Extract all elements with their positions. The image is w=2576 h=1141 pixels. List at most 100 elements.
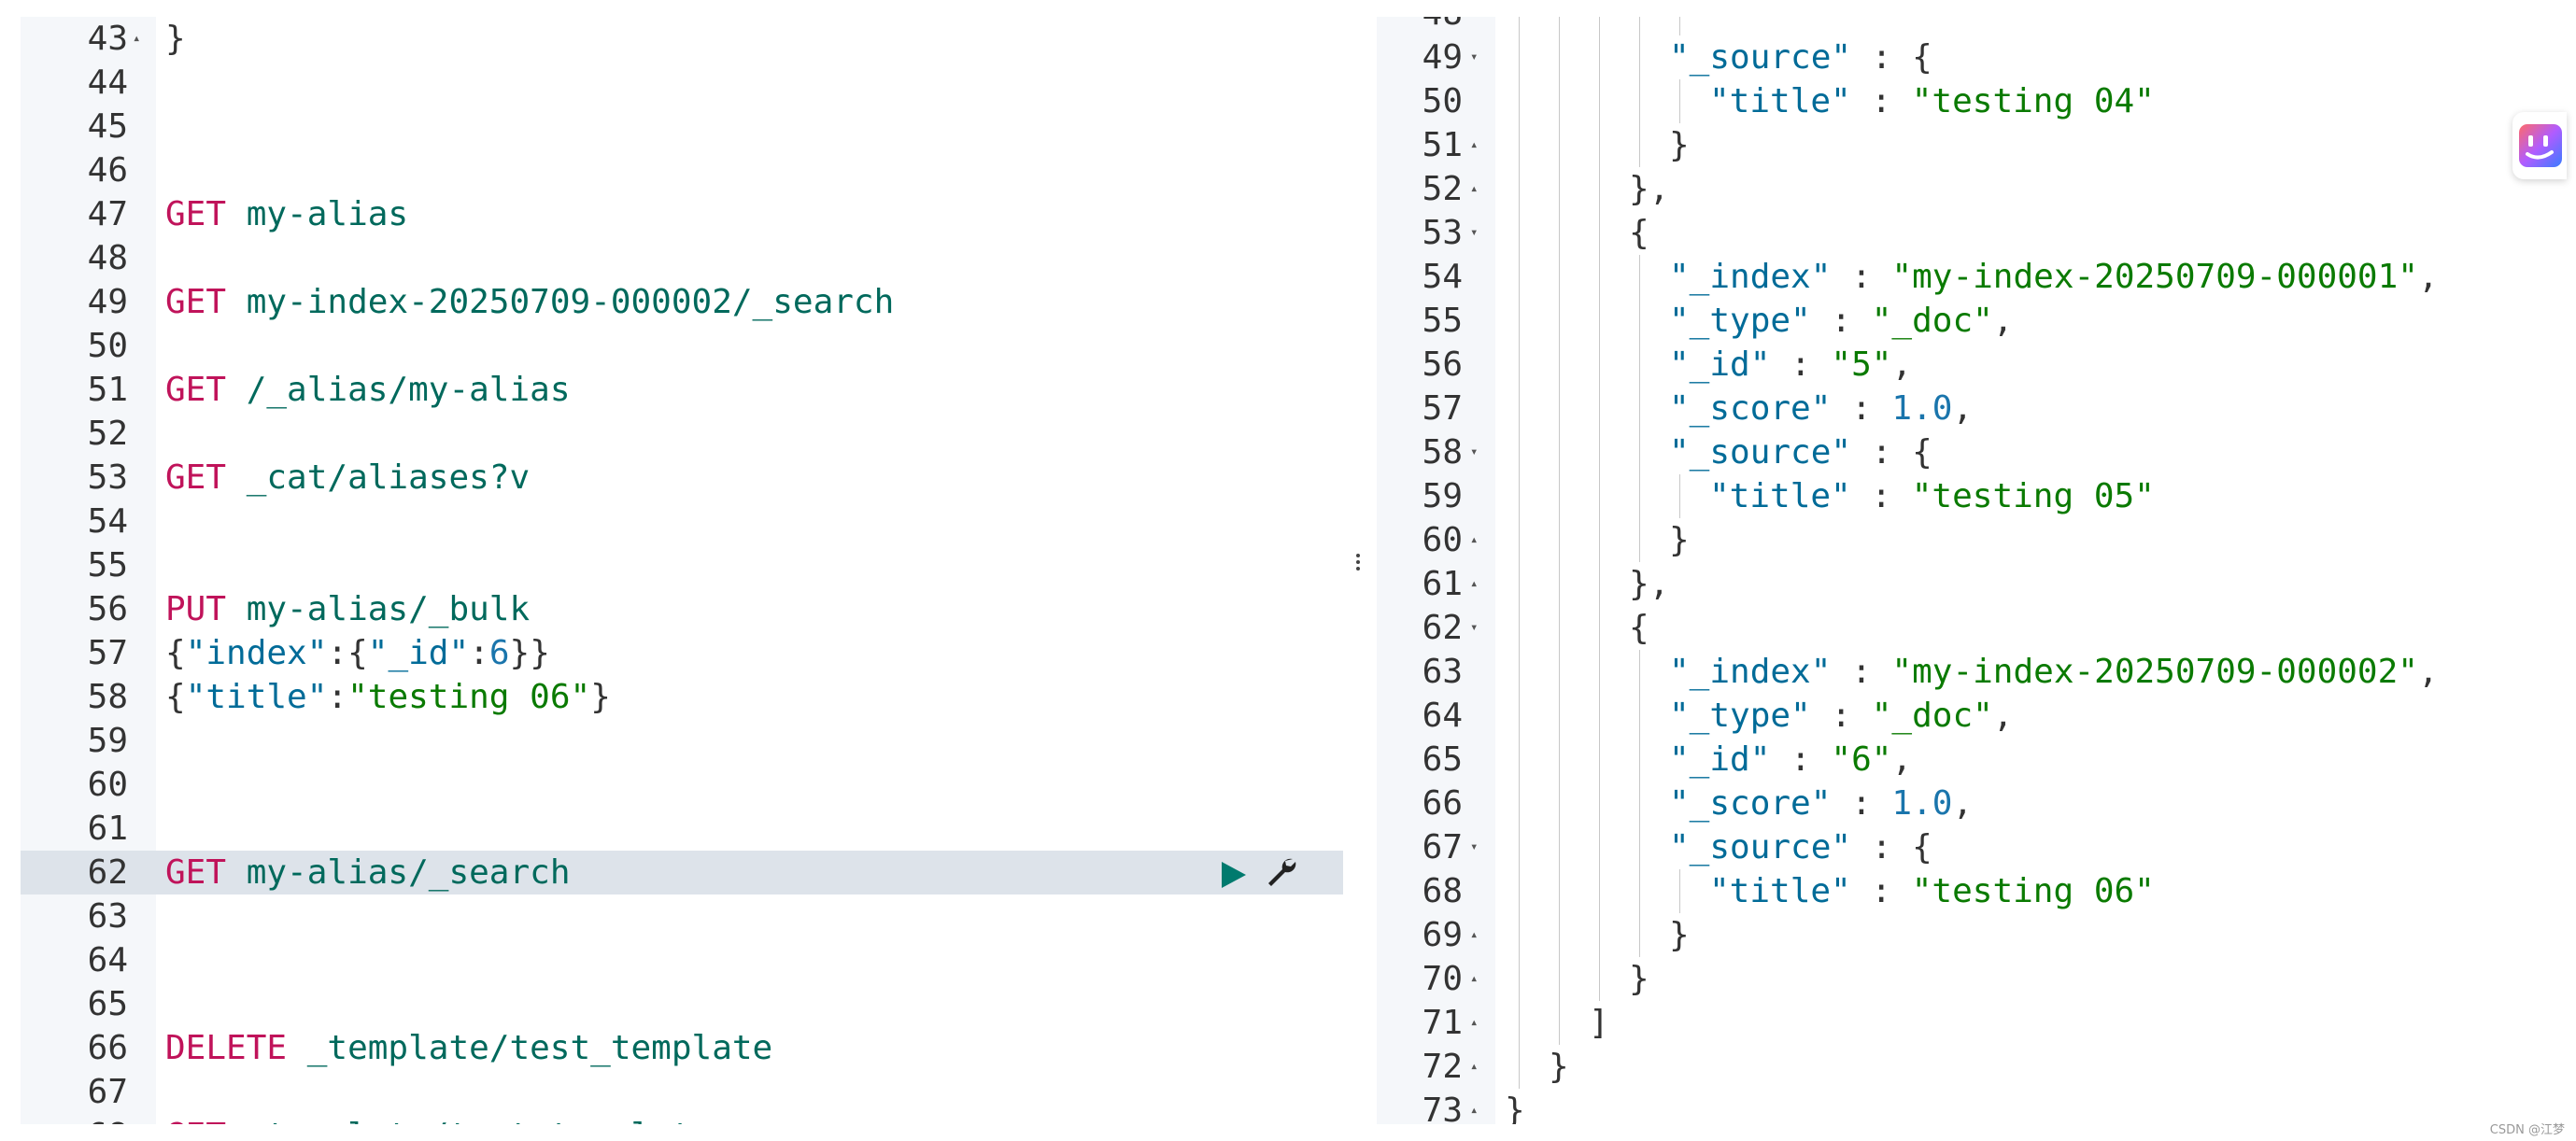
fold-expand-icon[interactable]: ▾ <box>1470 839 1479 854</box>
indent-guide <box>1519 430 1520 474</box>
line-number: 66 <box>87 1029 128 1067</box>
indent-guide <box>1519 782 1520 825</box>
response-line: 64"_type" : "_doc", <box>1377 694 2549 738</box>
fold-collapse-icon[interactable]: ▴ <box>1470 137 1479 152</box>
response-code: } <box>1669 123 1690 167</box>
request-line[interactable]: 59 <box>21 719 1343 763</box>
request-line[interactable]: 63 <box>21 894 1343 938</box>
request-line[interactable]: 65 <box>21 982 1343 1026</box>
code-token: } <box>1505 1092 1525 1124</box>
indent-guide <box>1599 123 1600 167</box>
indent-guide <box>1599 913 1600 957</box>
fold-collapse-icon[interactable]: ▴ <box>1470 927 1479 942</box>
response-line: 58▾"_source" : { <box>1377 430 2549 474</box>
request-line[interactable]: 44 <box>21 61 1343 105</box>
indent-guide <box>1519 211 1520 255</box>
fold-collapse-icon[interactable]: ▴ <box>1470 1059 1479 1074</box>
line-number: 49 <box>87 283 128 321</box>
fold-collapse-icon[interactable]: ▴ <box>1470 1015 1479 1030</box>
fold-collapse-icon[interactable]: ▴ <box>1470 1103 1479 1118</box>
code-token: my-alias <box>226 195 409 233</box>
fold-collapse-icon[interactable]: ▴ <box>1470 181 1479 196</box>
fold-expand-icon[interactable]: ▾ <box>1470 444 1479 459</box>
request-line[interactable]: 43▴} <box>21 17 1343 61</box>
response-line: 59"title" : "testing 05" <box>1377 474 2549 518</box>
line-number: 50 <box>87 327 128 365</box>
indent-guide <box>1599 869 1600 913</box>
line-number: 47 <box>87 195 128 233</box>
request-line[interactable]: 55 <box>21 543 1343 587</box>
response-line: 72▴} <box>1377 1045 2549 1089</box>
wrench-icon[interactable] <box>1265 855 1298 889</box>
line-number: 69 <box>1422 916 1463 954</box>
indent-guide <box>1519 606 1520 650</box>
request-line[interactable]: 45 <box>21 105 1343 148</box>
fold-collapse-icon[interactable]: ▴ <box>133 31 141 46</box>
request-line[interactable]: 68GET _template/test_template <box>21 1114 1343 1124</box>
indent-guide <box>1639 869 1640 913</box>
request-line[interactable]: 50 <box>21 324 1343 368</box>
line-number: 48 <box>87 239 128 277</box>
fold-expand-icon[interactable]: ▾ <box>1470 49 1479 64</box>
request-line[interactable]: 61 <box>21 807 1343 851</box>
fold-collapse-icon[interactable]: ▴ <box>1470 576 1479 591</box>
indent-guide <box>1599 299 1600 343</box>
request-line[interactable]: 46 <box>21 148 1343 192</box>
response-line: 67▾"_source" : { <box>1377 825 2549 869</box>
response-line: 55"_type" : "_doc", <box>1377 299 2549 343</box>
play-icon[interactable] <box>1220 857 1248 888</box>
pane-splitter[interactable] <box>1352 551 1364 583</box>
indent-guide <box>1559 211 1560 255</box>
indent-guide <box>1559 123 1560 167</box>
request-code: {"index":{"_id":6}} <box>165 631 550 675</box>
indent-guide <box>1639 35 1640 79</box>
fold-expand-icon[interactable]: ▾ <box>1470 225 1479 240</box>
indent-guide <box>1639 123 1640 167</box>
indent-guide <box>1599 343 1600 387</box>
indent-guide <box>1559 1001 1560 1045</box>
code-token: GET <box>165 283 227 321</box>
indent-guide <box>1559 606 1560 650</box>
response-line: 62▾{ <box>1377 606 2549 650</box>
request-line[interactable]: 57{"index":{"_id":6}} <box>21 631 1343 675</box>
indent-guide <box>1639 474 1640 518</box>
request-line[interactable]: 54 <box>21 500 1343 543</box>
fold-expand-icon[interactable]: ▾ <box>1470 620 1479 635</box>
request-line[interactable]: 48 <box>21 236 1343 280</box>
code-token: , <box>1952 784 1974 823</box>
line-number: 66 <box>1422 784 1463 823</box>
fold-collapse-icon[interactable]: ▴ <box>1470 971 1479 986</box>
indent-guide <box>1559 913 1560 957</box>
response-viewer-code-area[interactable] <box>1495 17 2549 1124</box>
request-line[interactable]: 64 <box>21 938 1343 982</box>
request-editor-code-area[interactable] <box>156 17 1343 1124</box>
indent-guide <box>1519 299 1520 343</box>
indent-guide <box>1559 430 1560 474</box>
indent-guide <box>1519 123 1520 167</box>
indent-guide <box>1639 782 1640 825</box>
indent-guide <box>1599 35 1600 79</box>
line-number: 45 <box>87 107 128 146</box>
assistant-button[interactable] <box>2512 112 2567 179</box>
code-token: "testing 06" <box>1911 872 2155 910</box>
request-line[interactable]: 67 <box>21 1070 1343 1114</box>
response-code: }, <box>1629 167 1669 211</box>
request-line[interactable]: 60 <box>21 763 1343 807</box>
code-token: GET <box>165 371 227 409</box>
line-number: 44 <box>87 63 128 102</box>
indent-guide <box>1519 35 1520 79</box>
indent-guide <box>1639 913 1640 957</box>
fold-collapse-icon[interactable]: ▴ <box>1470 532 1479 547</box>
request-line[interactable]: 52 <box>21 412 1343 456</box>
request-line[interactable]: 58{"title":"testing 06"} <box>21 675 1343 719</box>
response-line: 57"_score" : 1.0, <box>1377 387 2549 430</box>
